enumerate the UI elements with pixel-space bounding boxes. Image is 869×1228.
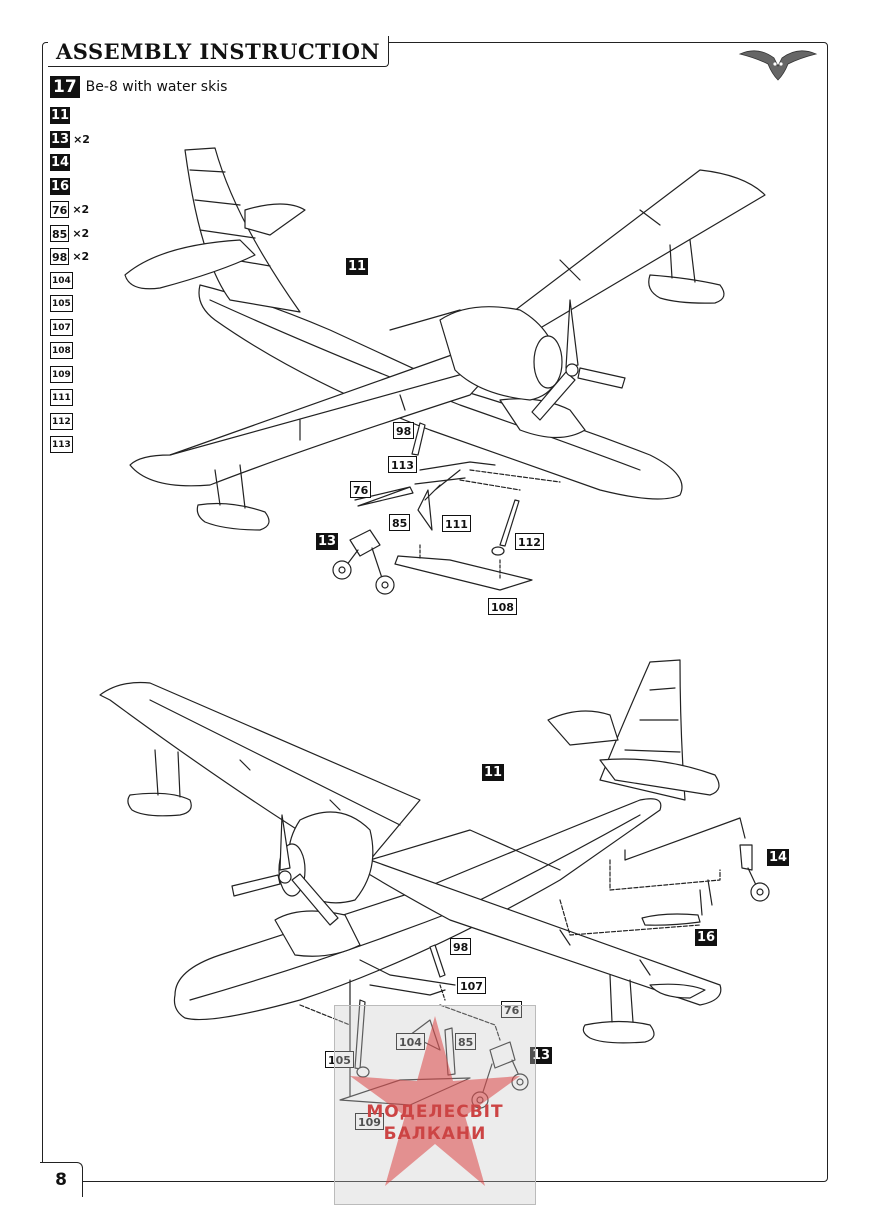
part-badge: 108 bbox=[50, 342, 73, 360]
callout-part-111: 111 bbox=[442, 515, 471, 532]
list-item: 104 bbox=[50, 269, 90, 293]
callout-part-14: 14 bbox=[767, 849, 790, 866]
step-header: 17 Be-8 with water skis bbox=[50, 76, 227, 98]
callout-part-105: 105 bbox=[325, 1051, 354, 1068]
part-badge: 113 bbox=[50, 436, 73, 454]
part-badge: 14 bbox=[50, 154, 71, 172]
callout-part-85-bottom: 85 bbox=[455, 1033, 477, 1050]
list-item: 111 bbox=[50, 386, 90, 410]
callout-part-11-bottom: 11 bbox=[482, 764, 505, 781]
part-badge: 111 bbox=[50, 389, 73, 407]
step-number: 17 bbox=[50, 76, 80, 98]
callout-part-76: 76 bbox=[350, 481, 372, 498]
list-item: 14 bbox=[50, 151, 90, 175]
list-item: 85×2 bbox=[50, 222, 90, 246]
part-qty: ×2 bbox=[72, 226, 90, 240]
part-badge: 13 bbox=[50, 130, 71, 148]
page-frame bbox=[42, 42, 828, 1182]
list-item: 16 bbox=[50, 175, 90, 199]
list-item: 105 bbox=[50, 292, 90, 316]
callout-part-112: 112 bbox=[515, 533, 544, 550]
title-tab: ASSEMBLY INSTRUCTION bbox=[48, 36, 390, 67]
part-badge: 109 bbox=[50, 365, 73, 383]
list-item: 76×2 bbox=[50, 198, 90, 222]
part-qty: ×2 bbox=[72, 203, 90, 217]
list-item: 109 bbox=[50, 363, 90, 387]
list-item: 98×2 bbox=[50, 245, 90, 269]
page-title: ASSEMBLY INSTRUCTION bbox=[56, 38, 381, 64]
list-item: 108 bbox=[50, 339, 90, 363]
watermark: МОДЕЛЕСВІТ БАЛКАНИ bbox=[334, 1005, 536, 1205]
part-badge: 105 bbox=[50, 295, 73, 313]
part-badge: 11 bbox=[50, 107, 71, 125]
part-badge: 16 bbox=[50, 177, 71, 195]
aircraft-bottom-view bbox=[99, 659, 770, 1109]
list-item: 112 bbox=[50, 410, 90, 434]
aircraft-top-view bbox=[124, 147, 766, 595]
callout-part-85: 85 bbox=[389, 514, 411, 531]
watermark-line-2: БАЛКАНИ bbox=[383, 1124, 487, 1144]
part-badge: 112 bbox=[50, 412, 73, 430]
star-watermark-icon bbox=[350, 1016, 520, 1186]
callout-part-11: 11 bbox=[346, 258, 369, 275]
callout-part-113: 113 bbox=[388, 456, 417, 473]
watermark-line-1: МОДЕЛЕСВІТ bbox=[366, 1102, 504, 1122]
callout-part-104: 104 bbox=[396, 1033, 425, 1050]
step-title: Be-8 with water skis bbox=[85, 79, 228, 95]
callout-part-108: 108 bbox=[488, 598, 517, 615]
callout-part-16: 16 bbox=[695, 929, 718, 946]
callout-part-107: 107 bbox=[457, 977, 486, 994]
part-badge: 85 bbox=[50, 224, 70, 242]
page-number: 8 bbox=[40, 1162, 83, 1197]
part-qty: ×2 bbox=[72, 250, 90, 264]
owl-logo-icon bbox=[738, 50, 818, 81]
list-item: 13×2 bbox=[50, 128, 90, 152]
callout-part-98-bottom: 98 bbox=[450, 938, 472, 955]
part-badge: 98 bbox=[50, 248, 70, 266]
callout-part-109: 109 bbox=[355, 1113, 384, 1130]
part-qty: ×2 bbox=[73, 132, 90, 146]
part-badge: 76 bbox=[50, 201, 70, 219]
part-badge: 107 bbox=[50, 318, 73, 336]
callout-part-98: 98 bbox=[393, 422, 415, 439]
list-item: 107 bbox=[50, 316, 90, 340]
list-item: 11 bbox=[50, 104, 90, 128]
list-item: 113 bbox=[50, 433, 90, 457]
callout-part-13: 13 bbox=[316, 533, 339, 550]
parts-list: 11 13×2 14 16 76×2 85×2 98×2 104 105 107… bbox=[50, 104, 90, 457]
part-badge: 104 bbox=[50, 271, 73, 289]
